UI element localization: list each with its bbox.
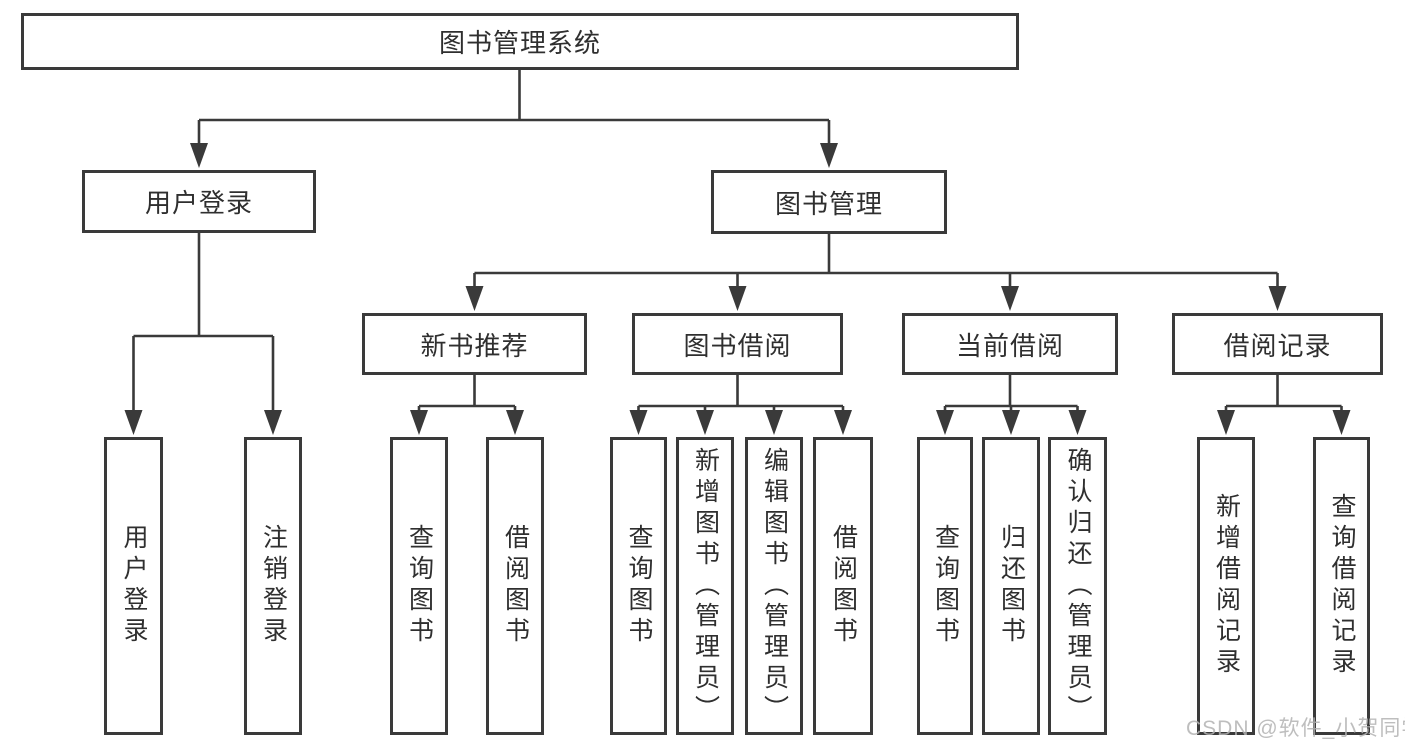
arrow-down-icon xyxy=(124,410,143,435)
leaf-current-query-books-label: 查询图书 xyxy=(931,524,960,648)
arrow-down-icon xyxy=(1068,410,1087,435)
arrow-down-icon xyxy=(1001,286,1019,311)
leaf-confirm-return-admin-label: 确认归还（管理员） xyxy=(1064,446,1092,726)
connector-newbookrec-to-leaves xyxy=(417,375,517,414)
node-book-management: 图书管理 xyxy=(711,170,947,234)
arrow-down-icon xyxy=(190,143,208,168)
leaf-add-borrow-record-label: 新增借阅记录 xyxy=(1212,493,1241,679)
node-book-borrow: 图书借阅 xyxy=(632,313,843,375)
leaf-query-borrow-record-label: 查询借阅记录 xyxy=(1328,493,1356,679)
arrow-down-icon xyxy=(1332,410,1351,435)
arrow-down-icon xyxy=(936,410,954,435)
leaf-newbook-query-books: 查询图书 xyxy=(390,437,448,735)
arrow-down-icon xyxy=(465,286,484,311)
csdn-watermark: CSDN @软件_小贺同学 xyxy=(1186,717,1405,740)
leaf-borrow-query-books-label: 查询图书 xyxy=(625,524,653,648)
leaf-return-books: 归还图书 xyxy=(982,437,1040,735)
leaf-user-login-label: 用户登录 xyxy=(120,524,148,648)
leaf-query-borrow-record: 查询借阅记录 xyxy=(1313,437,1370,735)
arrow-down-icon xyxy=(1268,286,1287,311)
arrow-down-icon xyxy=(696,410,714,435)
connector-bookborrow-to-leaves xyxy=(637,375,845,414)
node-user-login: 用户登录 xyxy=(82,170,316,233)
leaf-user-login: 用户登录 xyxy=(104,437,163,735)
leaf-add-books-admin: 新增图书（管理员） xyxy=(676,437,734,735)
leaf-borrow-query-books: 查询图书 xyxy=(610,437,667,735)
leaf-borrow-borrow-books: 借阅图书 xyxy=(813,437,873,735)
node-current-borrow-label: 当前借阅 xyxy=(955,330,1064,361)
connector-root-to-level2 xyxy=(197,70,831,148)
leaf-newbook-borrow-books-label: 借阅图书 xyxy=(501,524,530,648)
node-book-management-label: 图书管理 xyxy=(774,188,883,219)
leaf-return-books-label: 归还图书 xyxy=(997,524,1026,648)
arrow-down-icon xyxy=(765,410,783,435)
leaf-logout: 注销登录 xyxy=(244,437,302,735)
arrow-down-icon xyxy=(820,143,838,168)
leaf-newbook-query-books-label: 查询图书 xyxy=(405,524,434,648)
connector-bookmgmt-to-level3 xyxy=(473,234,1279,290)
arrow-down-icon xyxy=(410,410,428,435)
leaf-logout-label: 注销登录 xyxy=(259,524,288,648)
leaf-add-books-admin-label: 新增图书（管理员） xyxy=(691,446,720,726)
leaf-newbook-borrow-books: 借阅图书 xyxy=(486,437,544,735)
node-borrow-records-label: 借阅记录 xyxy=(1223,330,1332,361)
arrow-down-icon xyxy=(264,410,282,435)
arrow-down-icon xyxy=(834,410,852,435)
node-new-book-recommend-label: 新书推荐 xyxy=(420,330,529,361)
node-root-label: 图书管理系统 xyxy=(438,28,601,58)
leaf-edit-books-admin-label: 编辑图书（管理员） xyxy=(760,446,789,726)
leaf-borrow-borrow-books-label: 借阅图书 xyxy=(829,524,858,648)
connector-userlogin-to-leaves xyxy=(132,233,275,414)
leaf-current-query-books: 查询图书 xyxy=(917,437,973,735)
node-borrow-records: 借阅记录 xyxy=(1172,313,1383,375)
node-book-borrow-label: 图书借阅 xyxy=(683,330,792,361)
connector-borrowrecords-to-leaves xyxy=(1224,375,1343,414)
connector-currentborrow-to-leaves xyxy=(943,375,1079,414)
node-root: 图书管理系统 xyxy=(21,13,1019,70)
arrow-down-icon xyxy=(1217,410,1235,435)
leaf-edit-books-admin: 编辑图书（管理员） xyxy=(745,437,803,735)
node-user-login-label: 用户登录 xyxy=(144,188,253,218)
arrow-down-icon xyxy=(629,410,648,435)
leaf-add-borrow-record: 新增借阅记录 xyxy=(1197,437,1255,735)
arrow-down-icon xyxy=(728,286,747,311)
arrow-down-icon xyxy=(1002,410,1020,435)
leaf-confirm-return-admin: 确认归还（管理员） xyxy=(1048,437,1107,735)
node-current-borrow: 当前借阅 xyxy=(902,313,1118,375)
node-new-book-recommend: 新书推荐 xyxy=(362,313,587,375)
arrow-down-icon xyxy=(506,410,524,435)
